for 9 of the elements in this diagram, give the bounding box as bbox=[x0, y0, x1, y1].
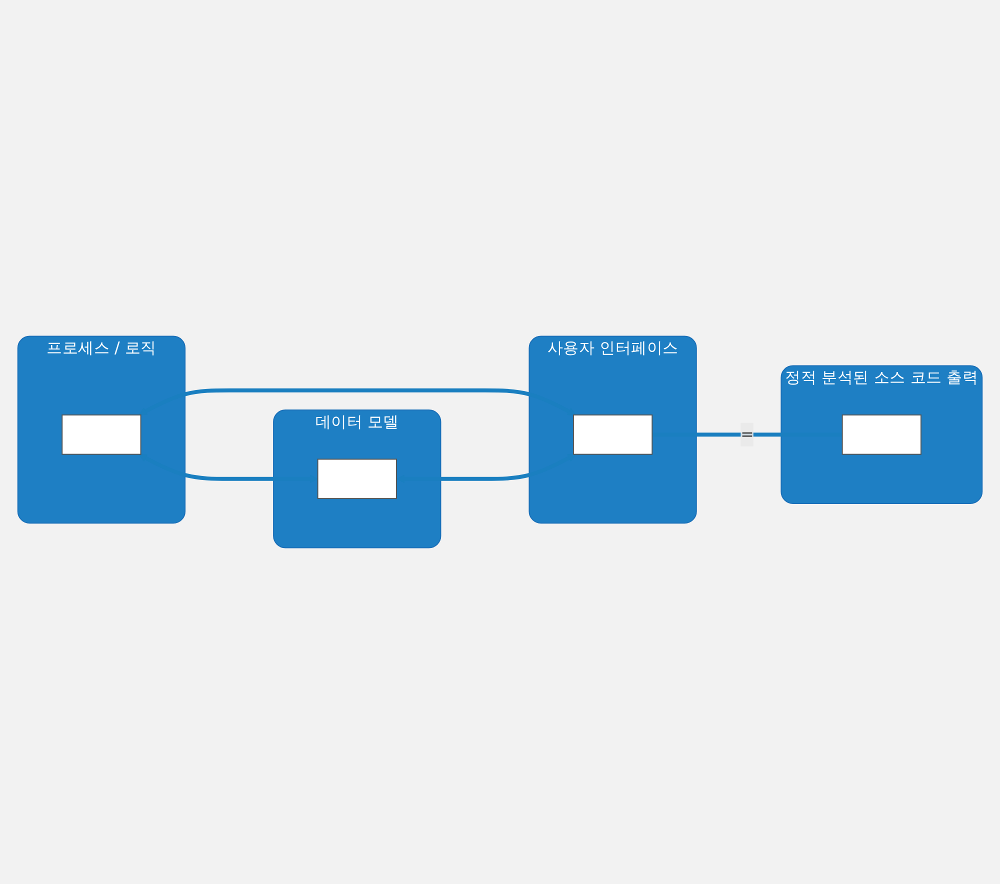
cluster: 정적 분석된 소스 코드 출력 bbox=[780, 365, 983, 504]
cluster: 프로세스 / 로직 bbox=[17, 336, 186, 524]
node-box bbox=[842, 414, 922, 455]
node-box bbox=[317, 458, 397, 500]
cluster: 사용자 인터페이스 bbox=[528, 336, 697, 524]
edge-label: = bbox=[740, 424, 754, 444]
node-box bbox=[62, 414, 142, 455]
node-box bbox=[572, 414, 653, 455]
cluster: 데이터 모델 bbox=[273, 410, 442, 548]
